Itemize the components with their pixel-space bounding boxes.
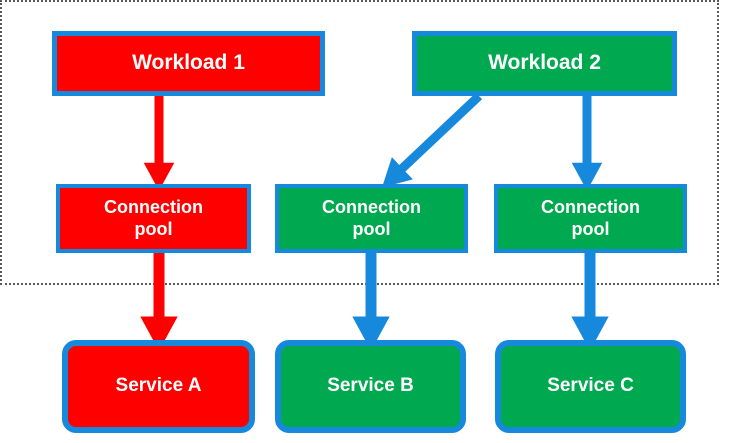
client-application-boundary: [0, 0, 719, 285]
node-service-b[interactable]: Service B: [275, 340, 466, 433]
node-workload-1[interactable]: Workload 1: [52, 31, 325, 96]
node-connection-pool-3[interactable]: Connection pool: [494, 184, 687, 253]
node-workload-1-label: Workload 1: [132, 51, 245, 75]
node-service-b-label: Service B: [327, 375, 414, 397]
node-connection-pool-3-label: Connection pool: [541, 197, 640, 239]
node-connection-pool-2-label: Connection pool: [322, 197, 421, 239]
node-service-c[interactable]: Service C: [495, 340, 686, 433]
node-workload-2[interactable]: Workload 2: [412, 31, 677, 96]
node-service-c-label: Service C: [547, 375, 634, 397]
node-service-a[interactable]: Service A: [62, 340, 255, 433]
node-service-a-label: Service A: [115, 375, 202, 397]
node-connection-pool-1-label: Connection pool: [104, 197, 203, 239]
node-workload-2-label: Workload 2: [488, 51, 601, 75]
node-connection-pool-1[interactable]: Connection pool: [56, 184, 251, 253]
node-connection-pool-2[interactable]: Connection pool: [275, 184, 468, 253]
